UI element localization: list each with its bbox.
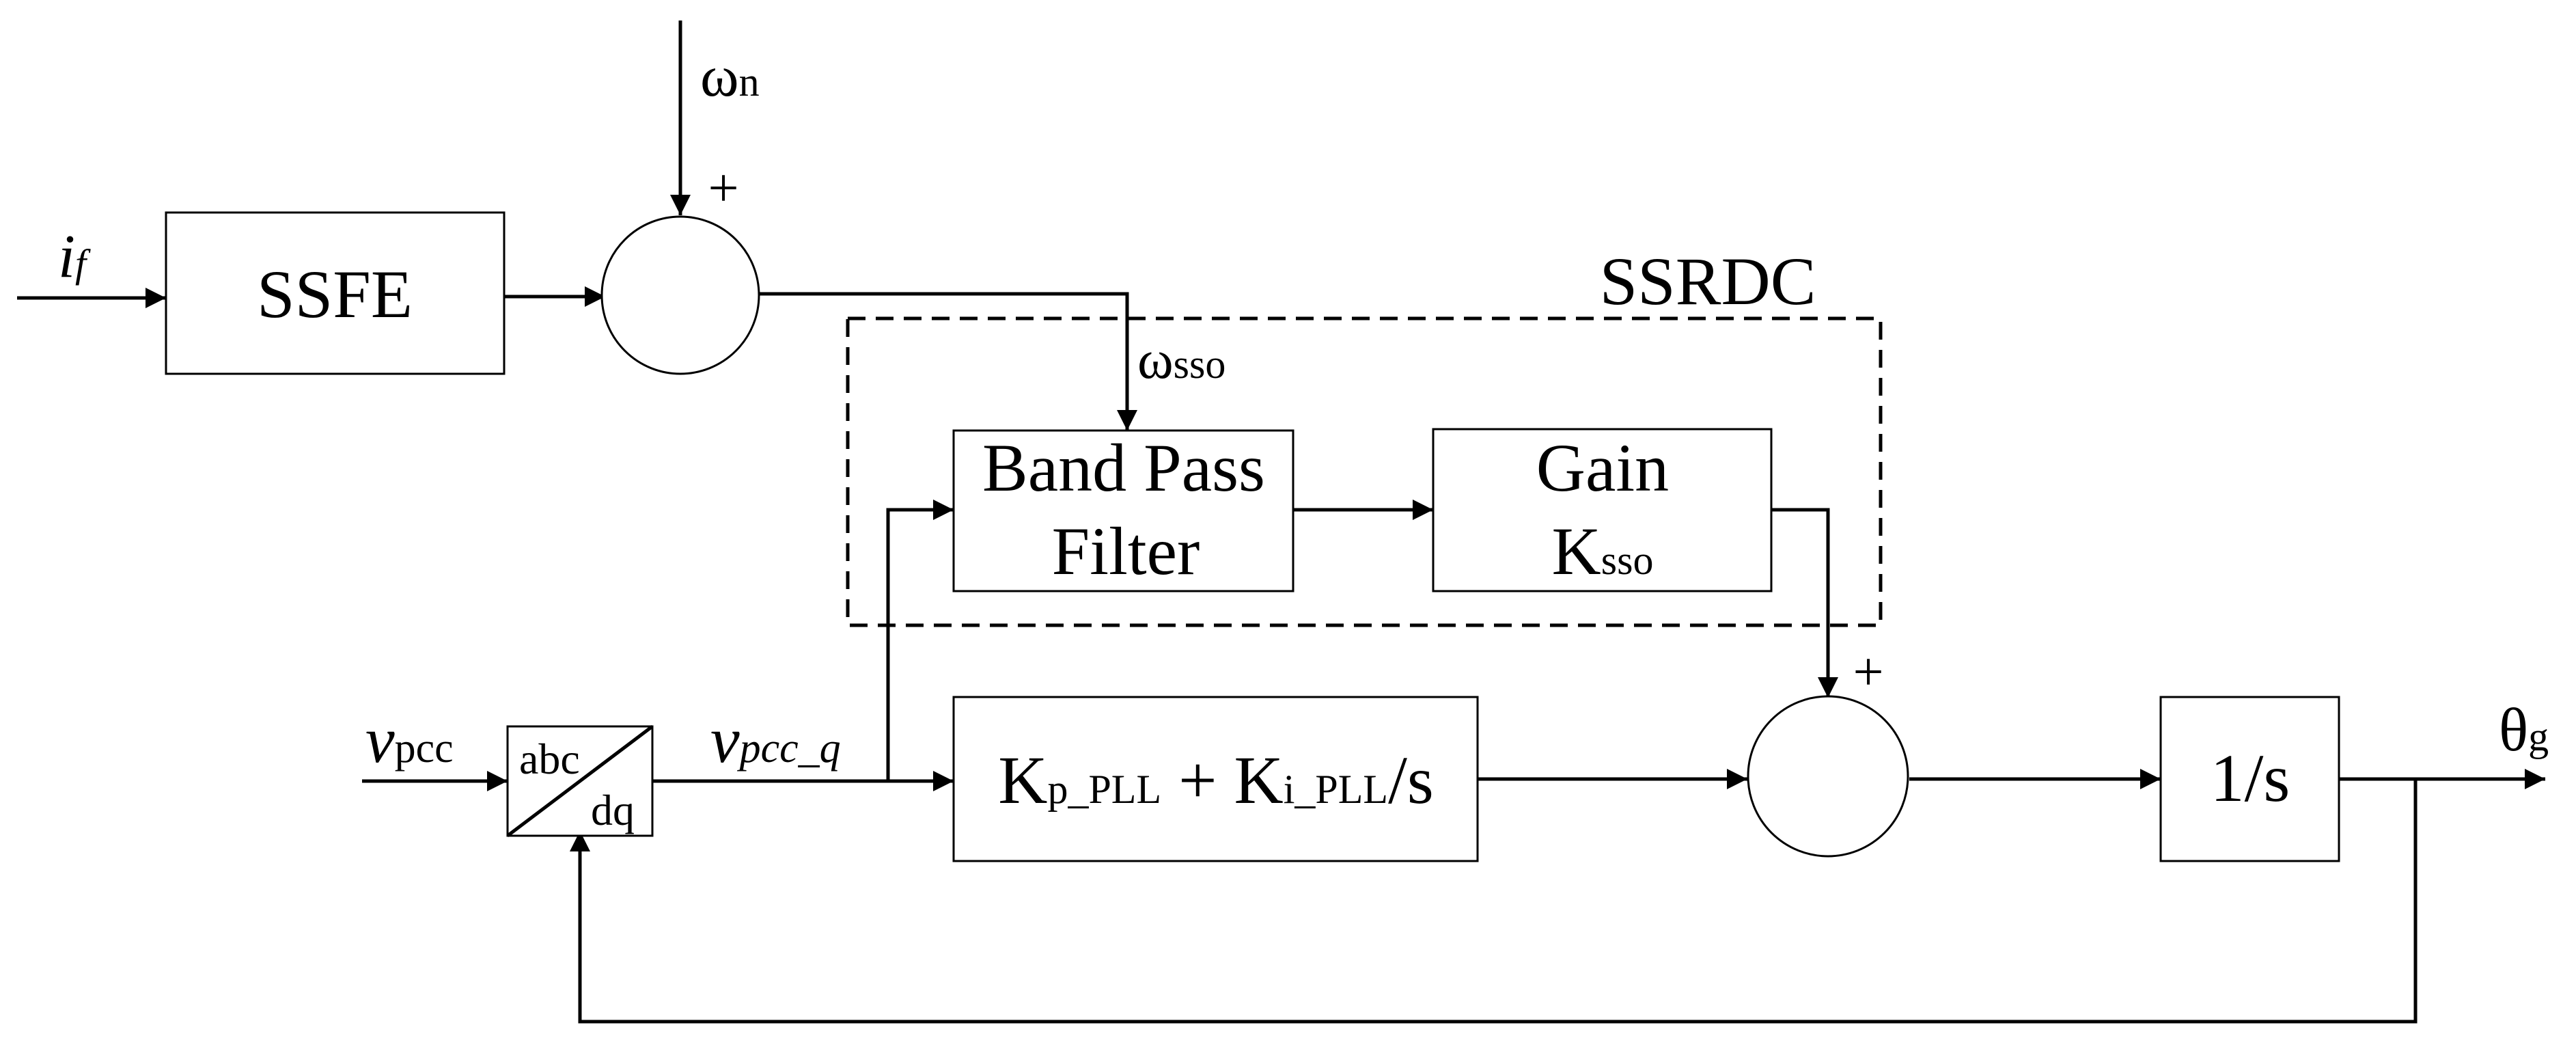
vpccq-to-bpf-arrow [886, 500, 954, 781]
integrator-label: 1/s [2211, 740, 2290, 816]
if-signal-label: if [58, 223, 91, 290]
pi-controller-block [952, 696, 1479, 862]
feedback-loop-arrow [570, 779, 2418, 1024]
sum1-junction [600, 215, 760, 375]
gain-ksso-label: Ksso [1552, 513, 1654, 589]
gain-label-line1: Gain [1536, 430, 1669, 506]
sum2-junction [1747, 695, 1909, 858]
omega-n-label: ωn [700, 43, 760, 109]
abc-dq-diagonal [506, 725, 654, 837]
pi-controller-label: Kp_PLL + Ki_PLL/s [998, 742, 1434, 818]
band-pass-filter-block [952, 429, 1294, 592]
dq-label: dq [591, 786, 635, 834]
sum1-plus-sign: + [708, 159, 738, 219]
sum2-plus-sign: + [1853, 642, 1883, 702]
omega-sso-label: ωsso [1137, 330, 1225, 390]
ssrdc-label: SSRDC [1600, 243, 1816, 319]
gain-to-sum2-arrow [1771, 508, 1838, 698]
vpcc-signal-label: vpcc [365, 703, 454, 776]
gain-block [1432, 428, 1773, 592]
ssfe-label: SSFE [257, 256, 413, 332]
bpf-label-line2: Filter [1052, 513, 1200, 589]
bpf-label-line1: Band Pass [982, 430, 1265, 506]
theta-g-output-label: θg [2499, 696, 2549, 764]
sum1-to-bpf-arrow [760, 292, 1137, 431]
vpccq-signal-label: vpcc_q [710, 703, 841, 776]
integrator-block [2159, 696, 2340, 862]
abc-label: abc [519, 735, 580, 783]
ssfe-block [165, 211, 505, 375]
ssrdc-region [846, 316, 1883, 627]
